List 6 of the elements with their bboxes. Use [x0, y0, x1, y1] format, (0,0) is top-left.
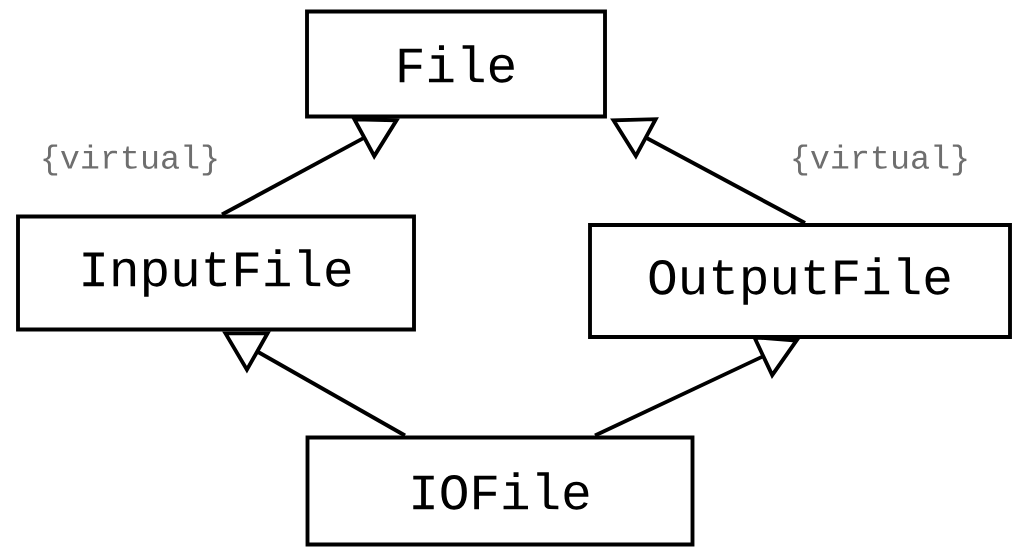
class-box: File [305, 9, 607, 119]
class-box: IOFile [305, 435, 695, 547]
edge-label: {virtual} [43, 144, 217, 176]
class-box: InputFile [16, 214, 416, 332]
class-box: OutputFile [588, 223, 1012, 339]
edge-label: {virtual} [793, 144, 967, 176]
